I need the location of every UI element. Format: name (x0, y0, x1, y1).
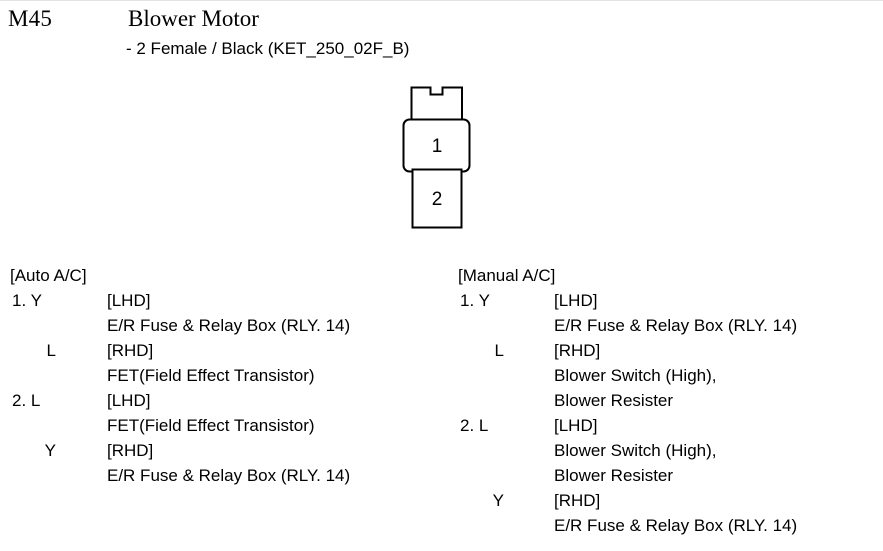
pin-destination: E/R Fuse & Relay Box (RLY. 14) (554, 316, 798, 335)
pin-row: Blower Resister (458, 388, 883, 413)
connector-spec-subtitle: - 2 Female / Black (KET_250_02F_B) (126, 39, 410, 58)
pin-row: Y [RHD] (458, 488, 883, 513)
pin-destination: [RHD] (107, 441, 154, 460)
pin-destination: Blower Switch (High), (554, 441, 717, 460)
pin-number-and-color: 2. L (460, 416, 489, 435)
pin-wire-color: Y (492, 491, 504, 510)
pin-row: FET(Field Effect Transistor) (10, 363, 450, 388)
pin-row: E/R Fuse & Relay Box (RLY. 14) (458, 513, 883, 538)
pin-row: Blower Switch (High), (458, 438, 883, 463)
connector-pin2-housing (411, 168, 463, 229)
pin-destination: [RHD] (107, 341, 154, 360)
pin-destination: FET(Field Effect Transistor) (107, 366, 315, 385)
pin-destination: Blower Resister (554, 466, 674, 485)
pin-row: Y [RHD] (10, 438, 450, 463)
section-title-auto-ac: [Auto A/C] (10, 266, 87, 285)
pin-row: L [RHD] (10, 338, 450, 363)
pin-destination: E/R Fuse & Relay Box (RLY. 14) (107, 316, 351, 335)
pin-row: FET(Field Effect Transistor) (10, 413, 450, 438)
page-title: Blower Motor (128, 6, 259, 31)
connector-diagram: 1 2 (396, 81, 478, 236)
pin-number-and-color: 1. Y (460, 291, 490, 310)
pin-table-auto-ac: [Auto A/C] 1. Y [LHD] E/R Fuse & Relay Box… (10, 263, 450, 488)
connector-top-tab (410, 86, 463, 124)
pin-row: 2. L [LHD] (458, 413, 883, 438)
pin-wire-color: Y (44, 441, 56, 460)
pin-wire-color: L (494, 341, 504, 360)
pin-row: E/R Fuse & Relay Box (RLY. 14) (10, 313, 450, 338)
pin-rows-manual-ac: 1. Y [LHD] E/R Fuse & Relay Box (RLY. 14) L… (458, 288, 883, 538)
connector-pin-1-label: 1 (432, 136, 443, 157)
pin-destination: [RHD] (554, 341, 601, 360)
pin-destination: FET(Field Effect Transistor) (107, 416, 315, 435)
pin-row: E/R Fuse & Relay Box (RLY. 14) (10, 463, 450, 488)
pin-row: Blower Switch (High), (458, 363, 883, 388)
pin-row: L [RHD] (458, 338, 883, 363)
pin-row: 1. Y [LHD] (10, 288, 450, 313)
pin-destination: Blower Switch (High), (554, 366, 717, 385)
pin-table-manual-ac: [Manual A/C] 1. Y [LHD] E/R Fuse & Relay B… (458, 263, 883, 538)
pin-destination: E/R Fuse & Relay Box (RLY. 14) (554, 516, 798, 535)
section-title-manual-ac: [Manual A/C] (458, 266, 556, 285)
pin-destination: Blower Resister (554, 391, 674, 410)
pin-row: 1. Y [LHD] (458, 288, 883, 313)
pin-destination: [LHD] (554, 291, 598, 310)
pin-destination: E/R Fuse & Relay Box (RLY. 14) (107, 466, 351, 485)
connector-code: M45 (8, 6, 53, 31)
pin-row: 2. L [LHD] (10, 388, 450, 413)
pin-number-and-color: 2. L (12, 391, 41, 410)
pin-destination: [LHD] (554, 416, 598, 435)
pin-destination: [LHD] (107, 291, 151, 310)
connector-pin-2-label: 2 (432, 189, 443, 210)
pin-destination: [RHD] (554, 491, 601, 510)
pin-row: Blower Resister (458, 463, 883, 488)
pin-row: E/R Fuse & Relay Box (RLY. 14) (458, 313, 883, 338)
pin-rows-auto-ac: 1. Y [LHD] E/R Fuse & Relay Box (RLY. 14) L… (10, 288, 450, 488)
pin-wire-color: L (46, 341, 56, 360)
pin-number-and-color: 1. Y (12, 291, 42, 310)
pin-destination: [LHD] (107, 391, 151, 410)
